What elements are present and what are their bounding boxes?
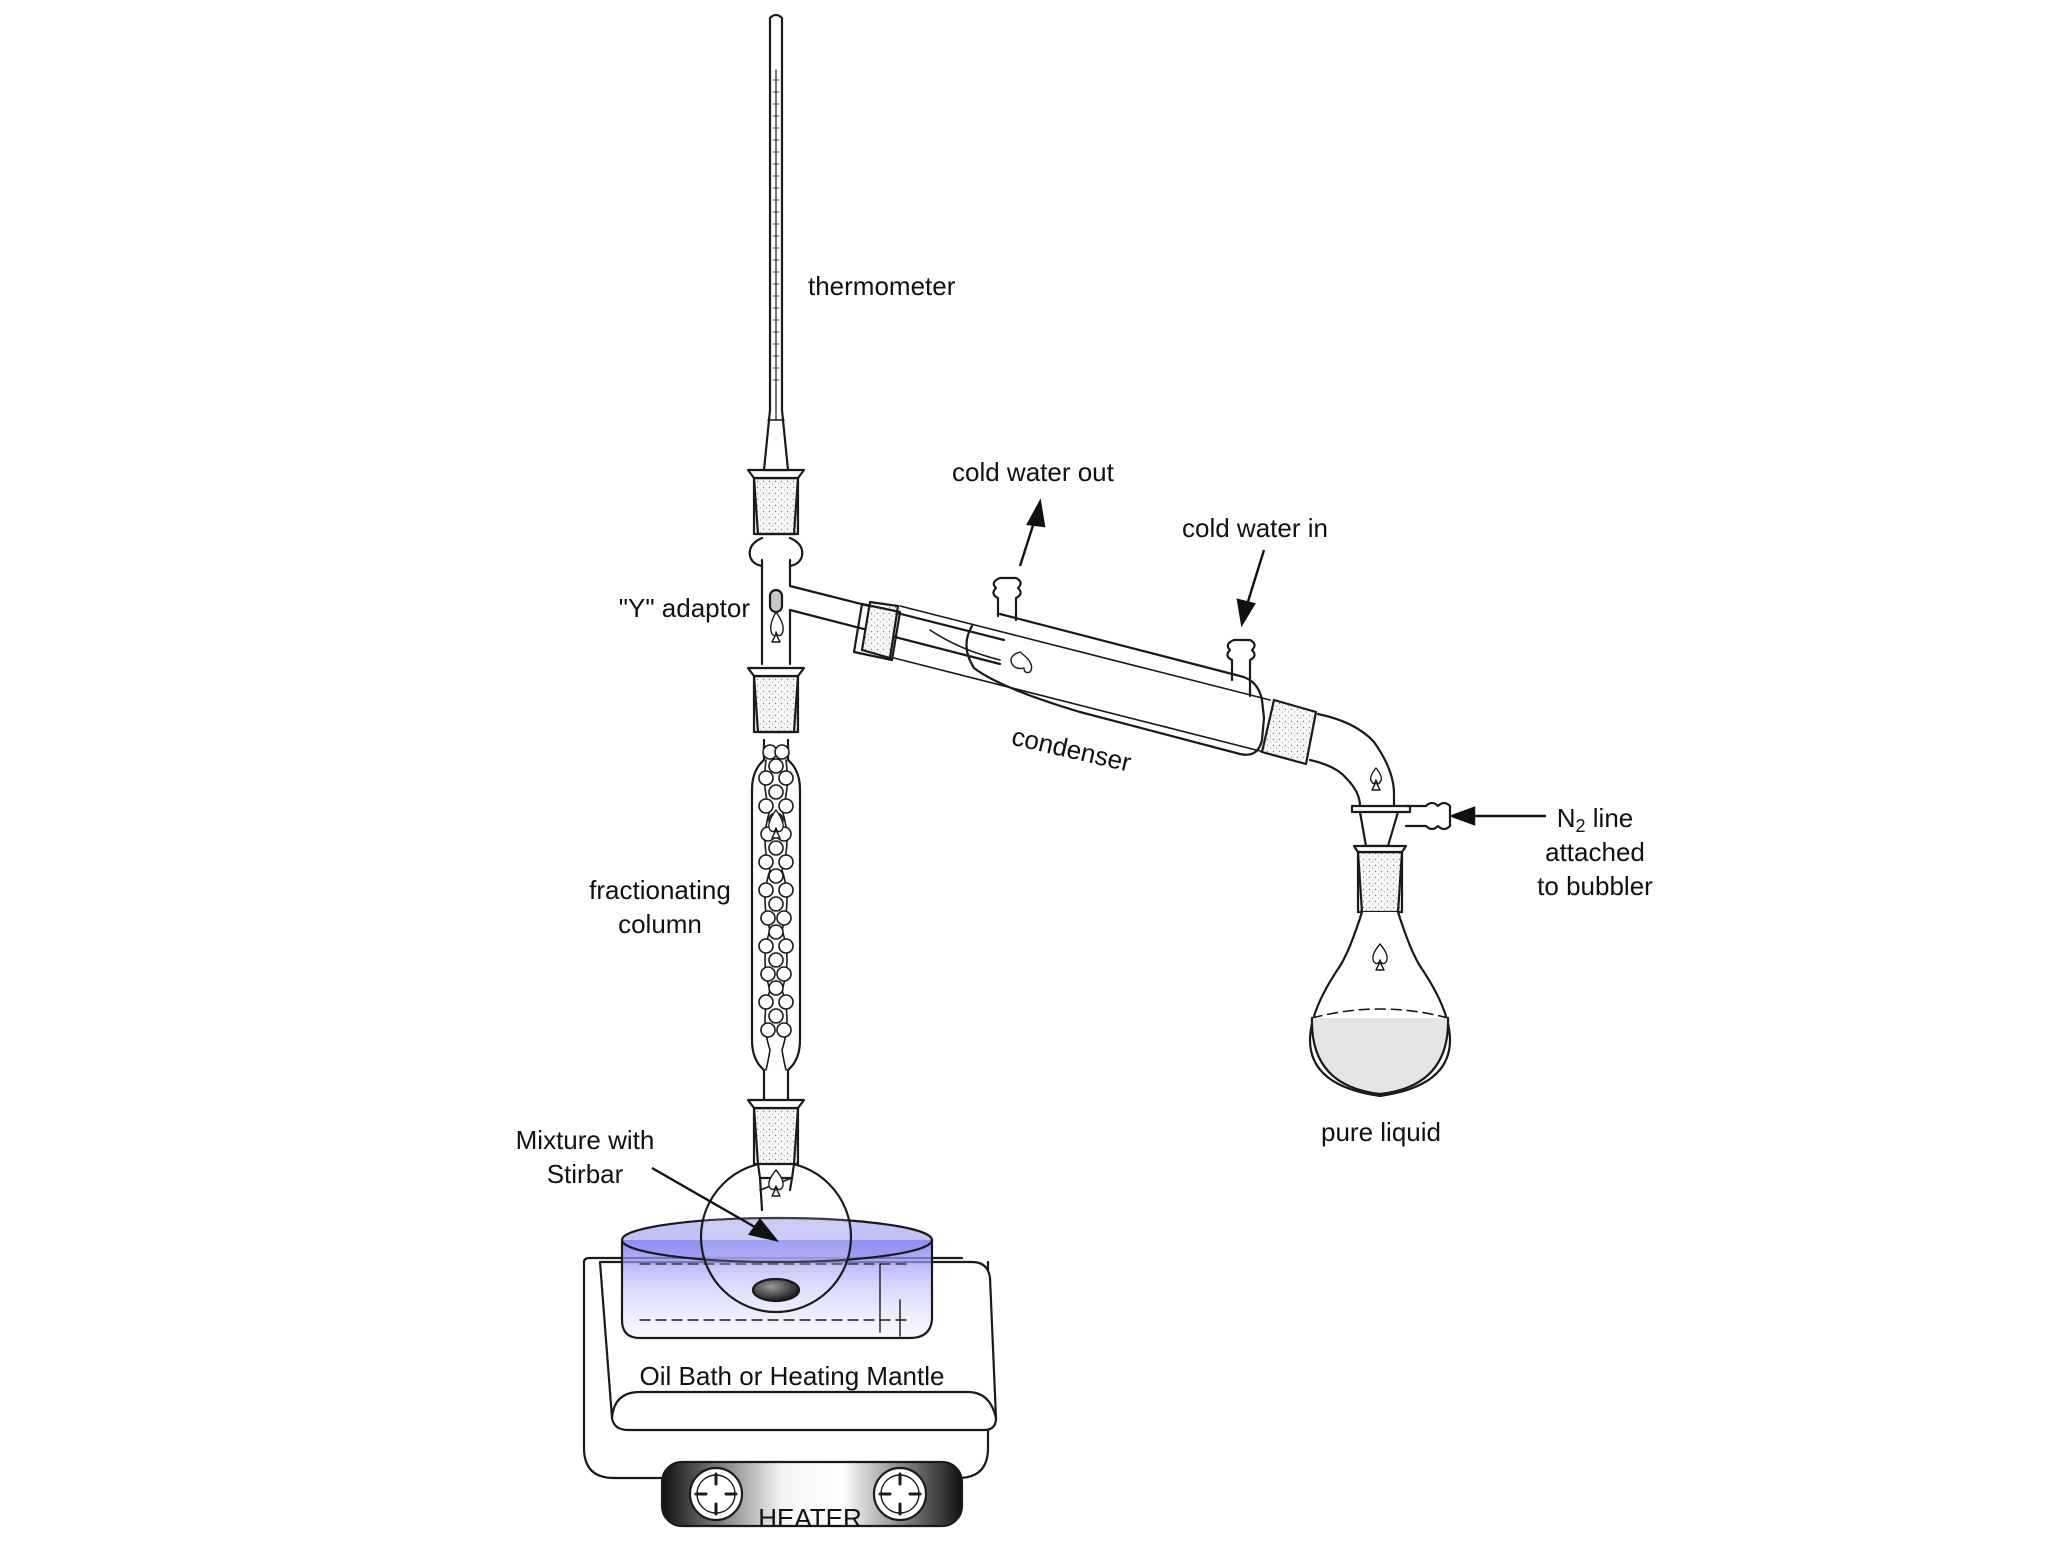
y-adaptor [748,536,1006,666]
label-fractionating-1: fractionating [589,875,731,905]
label-oil-bath: Oil Bath or Heating Mantle [639,1361,945,1391]
n2-subscript: 2 [1575,816,1586,836]
arrow-cold-water-in [1236,549,1266,628]
label-fractionating-2: column [618,909,702,939]
label-pure-liquid: pure liquid [1321,1117,1441,1147]
label-cold-water-out: cold water out [952,457,1114,487]
label-n2-bubbler: to bubbler [1537,871,1653,901]
n2-line-suffix: line [1585,803,1634,833]
arrow-n2-line [1448,806,1546,826]
heater-knob-right[interactable] [872,1466,928,1522]
heater-knob-left[interactable] [688,1466,744,1522]
label-y-adaptor: "Y" adaptor [618,593,750,623]
label-mixture-1: Mixture with [515,1125,655,1155]
label-heater: HEATER [758,1503,862,1533]
arrow-mixture [651,1166,780,1242]
label-thermometer: thermometer [808,271,956,301]
receiving-flask [1308,910,1452,1098]
condenser [852,576,1318,766]
thermometer [762,13,790,472]
label-arrows [651,498,1546,1242]
stirbar [751,1277,801,1303]
label-cold-water-in: cold water in [1182,513,1328,543]
label-n2-line: N2 line [1490,802,1700,842]
fractionating-column [750,738,802,1102]
arrow-cold-water-out [1018,498,1046,567]
label-n2-attached: attached [1545,837,1645,867]
n2-symbol: N [1556,803,1576,833]
label-mixture-2: Stirbar [546,1159,624,1189]
